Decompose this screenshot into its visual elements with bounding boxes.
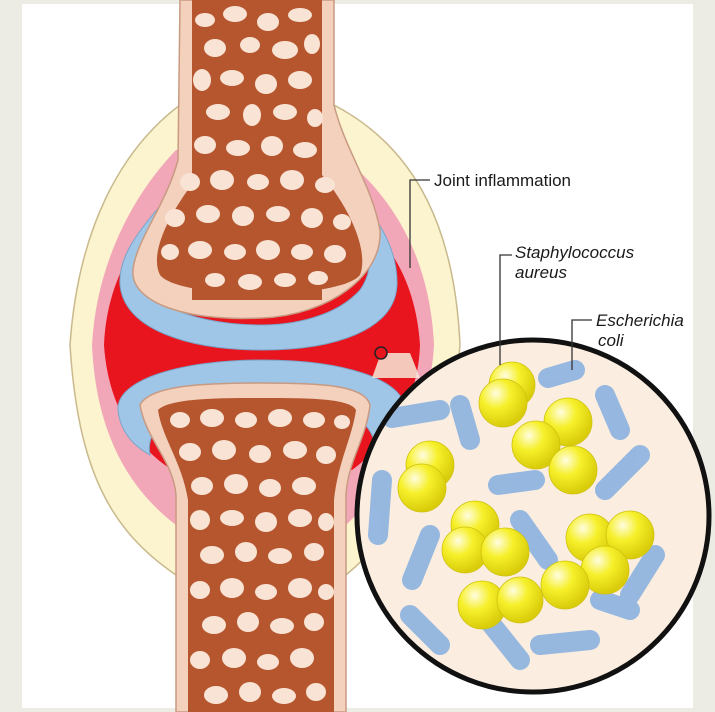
label-aureus: aureus [515, 263, 567, 282]
label-staphylococcus: Staphylococcus [515, 243, 635, 262]
label-escherichia: Escherichia [596, 311, 684, 330]
infection-focus-marker [375, 347, 387, 359]
label-coli: coli [598, 331, 625, 350]
label-joint-inflammation: Joint inflammation [434, 171, 571, 190]
circle-magnifier-icon [357, 340, 709, 692]
